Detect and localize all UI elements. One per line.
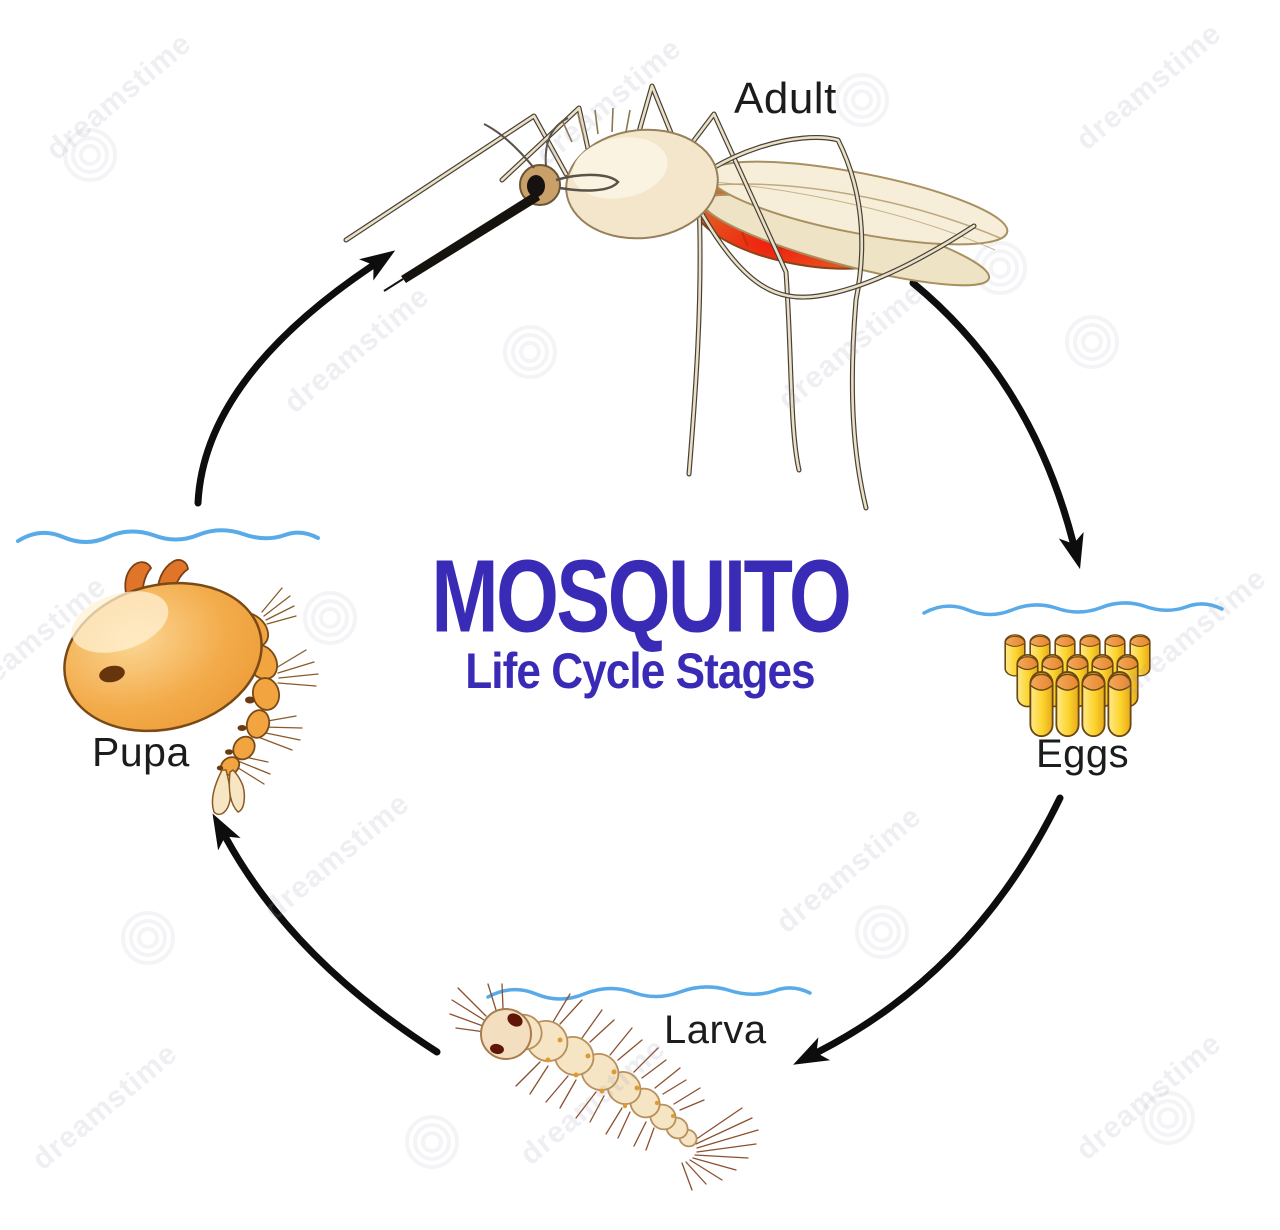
larva-head (480, 1008, 532, 1060)
stage-label-adult: Adult (734, 74, 837, 123)
pupa-paddle (211, 769, 246, 816)
adult-thorax-hairs (561, 107, 631, 143)
stage-label-eggs: Eggs (1036, 732, 1130, 776)
larva-water-line (486, 985, 812, 1001)
arrow-eggs-to-larva (793, 794, 1064, 1065)
diagram-subtitle-wrap: Life Cycle Stages (0, 646, 1280, 696)
adult-eye (527, 175, 545, 197)
stage-label-pupa: Pupa (92, 729, 190, 775)
pupa-water-line (16, 528, 320, 544)
diagram-title: MOSQUITO (431, 539, 852, 655)
adult-mosquito-illustration (343, 83, 1009, 511)
adult-proboscis (383, 191, 540, 292)
larva-eye (490, 1043, 504, 1055)
adult-antennae (483, 117, 620, 192)
adult-wings (701, 160, 1009, 287)
pupa-illustration (16, 528, 320, 816)
larva-illustration (449, 983, 812, 1191)
diagram-subtitle: Life Cycle Stages (465, 642, 815, 699)
pupa-tail-hairs (225, 587, 319, 803)
arrow-larva-to-pupa (212, 813, 441, 1056)
arrow-pupa-to-adult (194, 250, 396, 507)
larva-bristles (449, 983, 759, 1191)
stage-label-larva: Larva (664, 1008, 767, 1052)
eggs-water-line (922, 601, 1224, 617)
diagram-title-wrap: MOSQUITO (0, 545, 1280, 649)
pupa-spot (99, 665, 125, 683)
arrow-adult-to-eggs (909, 279, 1084, 570)
larva-eye (507, 1013, 523, 1027)
eggs-illustration (922, 601, 1224, 738)
cycle-arrows (194, 250, 1084, 1065)
larva-spots (545, 1037, 675, 1118)
